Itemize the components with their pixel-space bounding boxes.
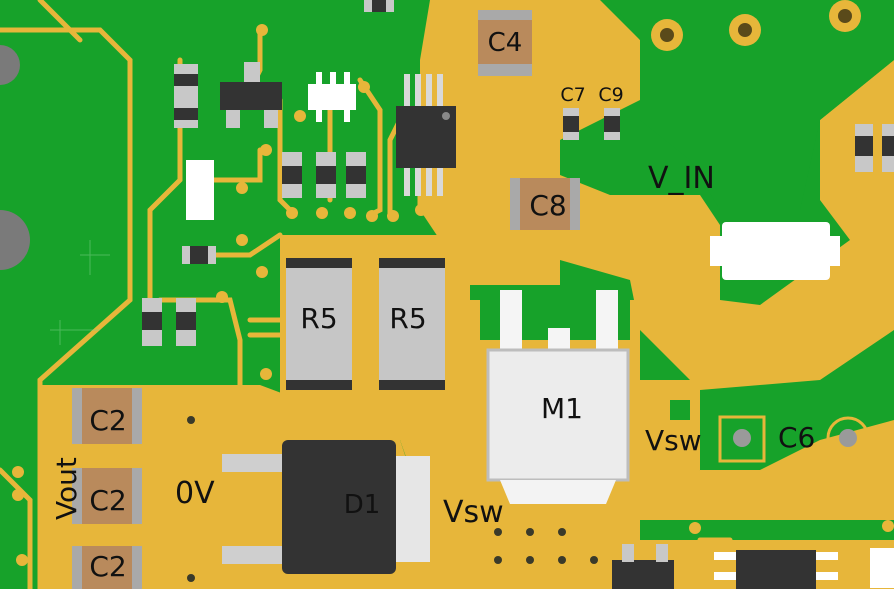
diode-d1: D1 [222,440,430,574]
label-c6: C6 [778,421,815,454]
label-vout: Vout [50,457,83,520]
resistor-r5-right: R5 [379,258,445,390]
label-vsw-bottom: Vsw [443,495,504,530]
cap-c2-top: C2 [72,388,142,444]
pour-vin [420,0,894,390]
label-c2-bot: C2 [89,550,126,583]
testpoint-vsw [718,415,766,463]
label-r5-left: R5 [300,302,337,335]
cap-c9: C9 [598,84,624,140]
trace-d [197,232,283,258]
label-c8: C8 [529,189,566,222]
hole-left-mid [0,210,30,270]
cap-c7: C7 [560,84,586,140]
label-c2-top: C2 [89,404,126,437]
label-c9: C9 [598,84,623,106]
label-m1: M1 [541,392,583,425]
cap-c4: C4 [478,10,532,76]
pour-vsw [430,420,894,589]
label-r5-right: R5 [389,302,426,335]
mosfet-m1: M1 [486,290,630,504]
trace-p [0,467,33,589]
resistor-r5-left: R5 [286,258,352,390]
label-c4: C4 [488,28,523,58]
testpoint-c6 [826,416,870,460]
label-0v: 0V [175,476,215,511]
cap-c2-bot: C2 [72,546,142,589]
label-c2-mid: C2 [89,484,126,517]
cutout-4 [670,400,690,420]
cap-c8: C8 [510,178,580,230]
ghost-silk [50,240,110,345]
cutout-3 [610,0,894,210]
large-holes [0,0,861,270]
trace-c [197,147,263,183]
trace-left-outline [0,27,133,589]
ic-u-top [396,74,456,196]
label-d1: D1 [344,490,381,520]
label-v-in: V_IN [648,161,715,196]
label-vsw-right: Vsw [645,424,702,457]
small-vias [12,24,894,582]
cutout-2 [640,520,894,540]
trace-a [37,0,83,43]
label-c7: C7 [560,84,585,106]
connector-right [710,222,840,280]
hole-left-top [0,45,20,85]
small-parts [142,0,894,589]
cap-c2-mid: C2 [72,468,142,524]
